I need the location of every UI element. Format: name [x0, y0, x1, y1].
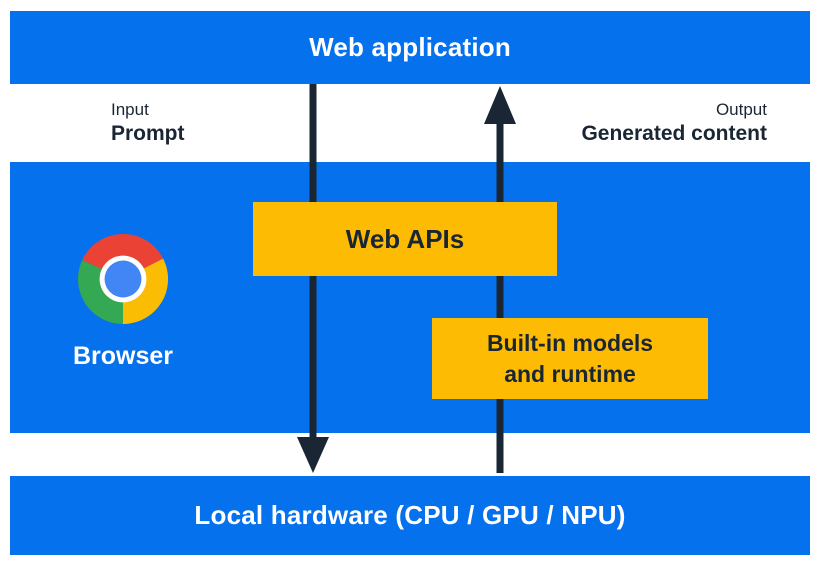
up-arrow-icon — [484, 86, 516, 473]
output-block: Output Generated content — [581, 98, 767, 147]
input-caption: Input — [111, 100, 149, 119]
builtin-models-box: Built-in models and runtime — [432, 318, 708, 399]
input-value-label: Prompt — [111, 122, 185, 145]
local-hardware-bar: Local hardware (CPU / GPU / NPU) — [10, 476, 810, 555]
local-hardware-label: Local hardware (CPU / GPU / NPU) — [194, 500, 626, 530]
web-apis-box: Web APIs — [253, 202, 557, 276]
web-application-bar: Web application — [10, 11, 810, 84]
down-arrow-icon — [297, 84, 329, 473]
builtin-models-line1: Built-in models — [486, 329, 654, 356]
web-apis-label: Web APIs — [345, 223, 465, 254]
output-caption: Output — [715, 100, 767, 119]
input-block: Input Prompt — [111, 98, 185, 147]
browser-label: Browser — [72, 342, 174, 370]
web-application-label: Web application — [309, 32, 511, 62]
builtin-models-line2: and runtime — [504, 360, 636, 387]
chrome-logo-icon — [78, 234, 168, 324]
output-value-label: Generated content — [581, 122, 767, 145]
